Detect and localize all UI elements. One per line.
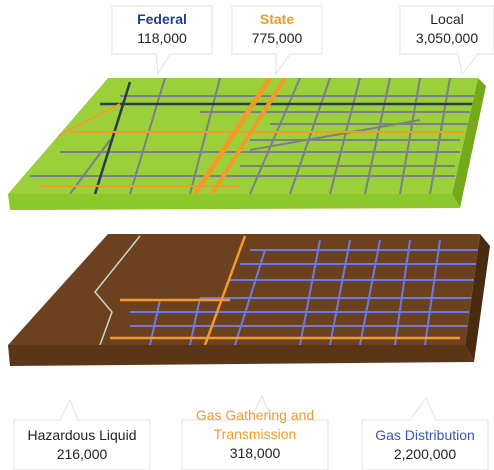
federal-callout-bubble — [111, 5, 213, 76]
distribution-value: 2,200,000 — [393, 446, 457, 462]
distribution-callout: Gas Distribution 2,200,000 — [362, 426, 488, 464]
hazardous-callout-bubble — [13, 398, 151, 470]
road-layer-slab — [8, 78, 486, 210]
pipeline-layer-front — [8, 345, 474, 366]
distribution-label: Gas Distribution — [375, 427, 475, 443]
gathering-value: 318,000 — [229, 445, 281, 461]
gathering-callout: Gas Gathering and Transmission 318,000 — [182, 406, 328, 463]
state-value: 775,000 — [251, 30, 303, 46]
top-callout-bubbles — [111, 5, 494, 76]
gathering-callout-bubble — [181, 394, 329, 470]
distribution-callout-bubble — [361, 397, 489, 470]
local-label: Local — [430, 11, 464, 27]
state-callout-bubble — [231, 5, 323, 76]
pipeline-layer-slab — [8, 234, 490, 366]
local-value: 3,050,000 — [415, 30, 479, 46]
federal-callout: Federal 118,000 — [112, 10, 212, 48]
state-label: State — [259, 11, 295, 27]
gathering-label-line1: Gas Gathering and — [195, 407, 315, 423]
gathering-label-line2: Transmission — [213, 426, 297, 442]
pipeline-layer-top — [8, 234, 480, 345]
hazardous-label: Hazardous Liquid — [27, 427, 137, 443]
bottom-callout-bubbles — [13, 394, 489, 470]
local-callout-bubble — [399, 5, 494, 76]
pipeline-network — [94, 235, 478, 345]
road-layer-side — [452, 78, 486, 208]
hazardous-callout: Hazardous Liquid 216,000 — [14, 426, 150, 464]
pipeline-layer-side — [465, 234, 490, 362]
state-callout: State 775,000 — [232, 10, 322, 48]
federal-label: Federal — [137, 11, 187, 27]
federal-value: 118,000 — [137, 30, 187, 46]
hazardous-value: 216,000 — [56, 446, 108, 462]
road-layer-front — [8, 194, 460, 210]
road-network — [29, 78, 478, 194]
local-callout: Local 3,050,000 — [400, 10, 494, 48]
